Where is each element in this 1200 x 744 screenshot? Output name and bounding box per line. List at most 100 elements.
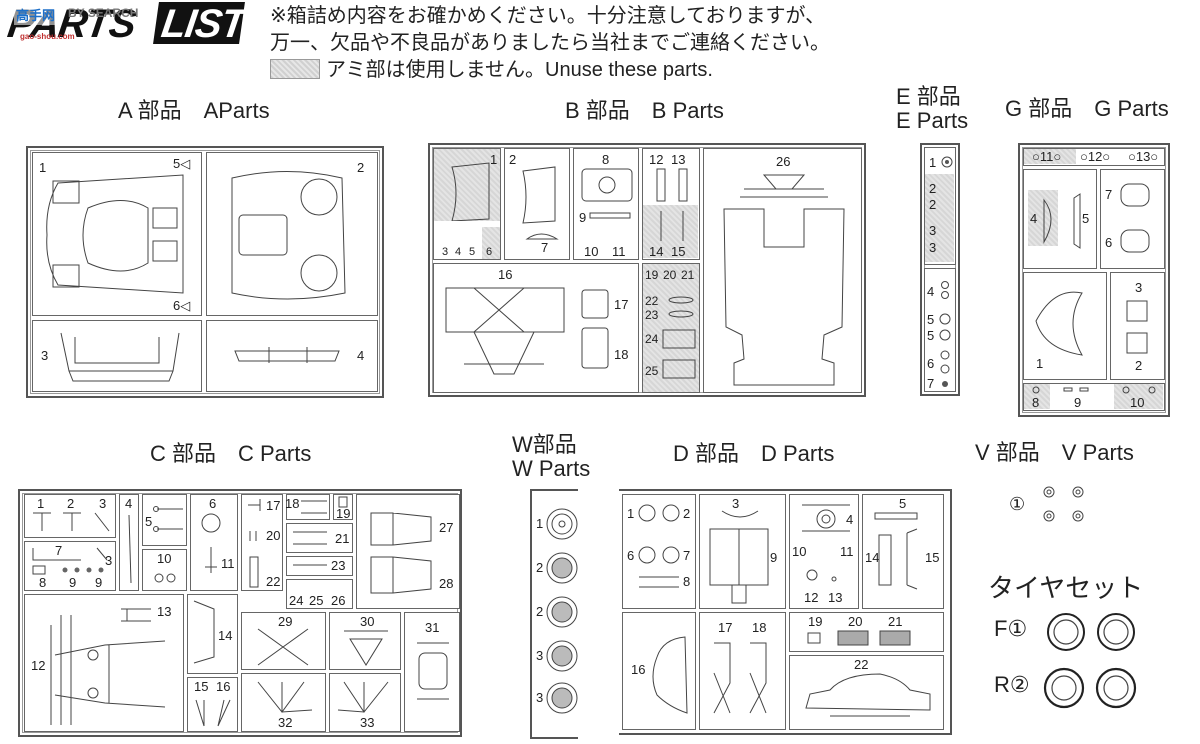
part-label: 15 (925, 550, 940, 565)
part-a-4-drawing (234, 347, 340, 363)
part-label: 7 (683, 548, 691, 563)
part-label: 13 (828, 590, 843, 605)
part-label: 28 (439, 576, 454, 591)
part-label: 8 (1032, 395, 1040, 410)
part-label: 5 (469, 246, 476, 258)
part-label: 17 (266, 498, 281, 513)
wheel-icon (546, 552, 578, 584)
part-label: 16 (631, 662, 646, 677)
part-d-engine-drawing (709, 510, 769, 604)
notice-line-1: ※箱詰め内容をお確かめください。十分注意しておりますが、 (270, 5, 826, 27)
part-g-6-7-cell: 7 6 (1100, 169, 1165, 269)
part-d-5-15-cell: 5 14 15 (862, 494, 944, 609)
part-label: 6◁ (173, 298, 191, 313)
part-label: 15 (671, 244, 686, 259)
washer-icon (1072, 510, 1084, 522)
part-label: 11 (840, 544, 854, 559)
part-a-4-cell: 4 (206, 320, 378, 392)
part-label: 13 (157, 604, 172, 619)
part-label: 23 (331, 558, 346, 573)
tire-front-label: F① (994, 616, 1028, 641)
part-label: 7 (541, 240, 549, 255)
part-c-14-cell: 14 (187, 594, 238, 674)
part-label: 14 (218, 628, 233, 643)
part-label: 1 (490, 152, 498, 167)
part-c-21-drawing (293, 531, 327, 545)
part-d-4-13-drawing (802, 504, 850, 582)
part-a-2-body-drawing (231, 171, 346, 300)
notice-text: ※箱詰め内容をお確かめください。十分注意しておりますが、 万一、欠品や不良品があ… (270, 3, 830, 84)
sprue-a: 1 5◁ 6◁ 2 3 4 (26, 146, 384, 398)
part-label: 3 (41, 348, 49, 363)
sprue-e: 1 2 2 3 3 4 5 5 6 7 (920, 143, 960, 396)
part-c-15-16-cell: 15 16 (187, 677, 238, 732)
part-d-1-8-cell: 1 2 6 7 8 (622, 494, 696, 609)
part-b-2-cell: 2 7 (504, 148, 570, 260)
sprue-c: 1 2 3 7 3 8 9 9 4 5 10 6 11 12 13 14 15 … (18, 489, 462, 737)
part-label: 26 (331, 593, 346, 608)
part-c-31-cell: 31 (404, 612, 460, 732)
part-label: 1 (37, 496, 45, 511)
part-c-7-9-cell: 7 3 8 9 9 (24, 541, 116, 591)
part-label: 7 (1105, 187, 1113, 202)
part-label: 3 (536, 648, 544, 663)
part-b-6-gray (482, 227, 500, 259)
parts-list-logo: PARTS LIST 高手网 BY SEARCH gao-shou.com (5, 2, 248, 46)
part-d-22-cockpit-drawing (805, 673, 931, 717)
part-c-4-cell: 4 (119, 494, 139, 591)
front-tire-icon (1047, 613, 1085, 651)
part-label: ○13○ (1128, 149, 1159, 164)
part-label: 3 (929, 240, 937, 255)
part-label: 18 (285, 496, 300, 511)
section-title-d: D 部品 D Parts (673, 441, 835, 466)
part-g-11-gray (1024, 149, 1076, 164)
part-label: 24 (645, 332, 659, 346)
part-label: 2 (929, 197, 937, 212)
part-label: 10 (157, 551, 172, 566)
washer-icon (1043, 510, 1055, 522)
part-label: 4 (927, 284, 935, 299)
rear-tire-icon (1043, 667, 1085, 709)
part-g-11-13-cell: ○11○ ○12○ ○13○ (1023, 148, 1165, 166)
section-title-g: G 部品 G Parts (1005, 96, 1169, 121)
part-g-8-gray (1024, 384, 1050, 409)
part-label: 6 (627, 548, 635, 563)
part-label: 5 (927, 312, 935, 327)
part-d-16-cell: 16 (622, 612, 696, 730)
part-label: 23 (645, 308, 659, 322)
part-label: 4 (455, 246, 462, 258)
part-c-12-13-frame-drawing (50, 608, 166, 725)
part-c-18-cell: 18 (285, 494, 330, 520)
part-label: 3 (105, 553, 113, 568)
part-e-2-3-gray (925, 174, 954, 262)
part-label: 1 (39, 160, 47, 175)
part-c-17-22-cell: 17 20 22 (241, 494, 283, 591)
part-d-brake-discs-drawing (638, 504, 680, 588)
part-label: 6 (927, 356, 935, 371)
part-label: 5 (899, 496, 907, 511)
part-d-16-drawing (652, 636, 688, 714)
part-b-26-cell: 26 (703, 148, 862, 393)
part-a-2-cell: 2 (206, 152, 378, 316)
part-c-5-drawing (153, 506, 183, 532)
wheel-icon (546, 508, 578, 540)
logo-list-text: LIST (158, 2, 248, 46)
part-b-14-15-gray (643, 205, 698, 258)
part-label: 14 (865, 550, 880, 565)
v-parts: ① (1005, 484, 1105, 528)
part-label: 3 (536, 690, 544, 705)
part-label: 5 (145, 514, 153, 529)
part-b-1-cell: 1 3 4 5 6 (433, 148, 501, 260)
part-label: 13 (671, 152, 686, 167)
tire-set-title: タイヤセット (988, 573, 1144, 603)
part-e-1-drawing (941, 156, 953, 168)
part-d-19-21-cell: 19 20 21 (789, 612, 944, 652)
part-label: 2 (536, 560, 544, 575)
wheel-icon (546, 682, 578, 714)
part-c-33-drawing (337, 681, 389, 713)
section-title-b: B 部品 B Parts (565, 98, 724, 123)
section-title-e-en: E Parts (896, 108, 969, 133)
part-label: 33 (360, 715, 375, 730)
part-label: 2 (929, 181, 937, 196)
hatch-swatch-icon (270, 59, 320, 79)
